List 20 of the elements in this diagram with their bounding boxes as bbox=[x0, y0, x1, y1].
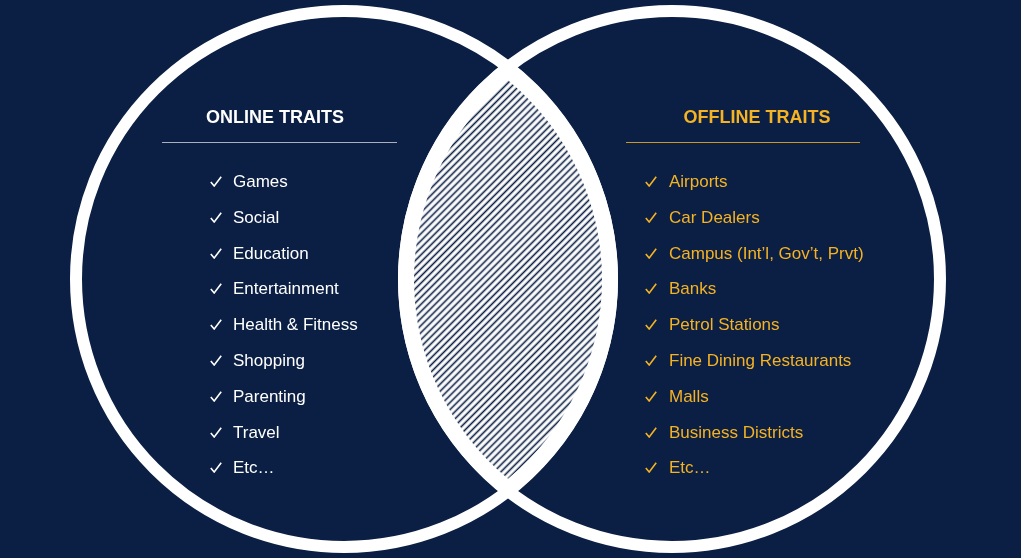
trait-item: Airports bbox=[669, 171, 728, 193]
trait-item: Health & Fitness bbox=[233, 314, 358, 337]
trait-item: Parenting bbox=[233, 385, 306, 408]
trait-item: Education bbox=[233, 242, 309, 265]
trait-item: Entertainment bbox=[233, 278, 339, 301]
trait-item: Malls bbox=[669, 385, 709, 408]
trait-item: Etc… bbox=[233, 457, 275, 480]
trait-item: Fine Dining Restaurants bbox=[669, 350, 852, 372]
trait-item: Etc… bbox=[669, 457, 711, 480]
trait-item: Shopping bbox=[233, 350, 305, 372]
section-heading: ONLINE TRAITS bbox=[206, 106, 344, 128]
trait-item: Banks bbox=[669, 278, 717, 301]
trait-item: Travel bbox=[233, 421, 280, 444]
trait-item: Campus (Int’l, Gov’t, Prvt) bbox=[669, 242, 864, 265]
trait-item: Business Districts bbox=[669, 421, 804, 444]
trait-item: Social bbox=[233, 206, 280, 229]
trait-item: Games bbox=[233, 171, 288, 193]
section-heading: OFFLINE TRAITS bbox=[683, 106, 831, 128]
trait-item: Car Dealers bbox=[669, 206, 760, 229]
trait-item: Petrol Stations bbox=[669, 314, 780, 337]
